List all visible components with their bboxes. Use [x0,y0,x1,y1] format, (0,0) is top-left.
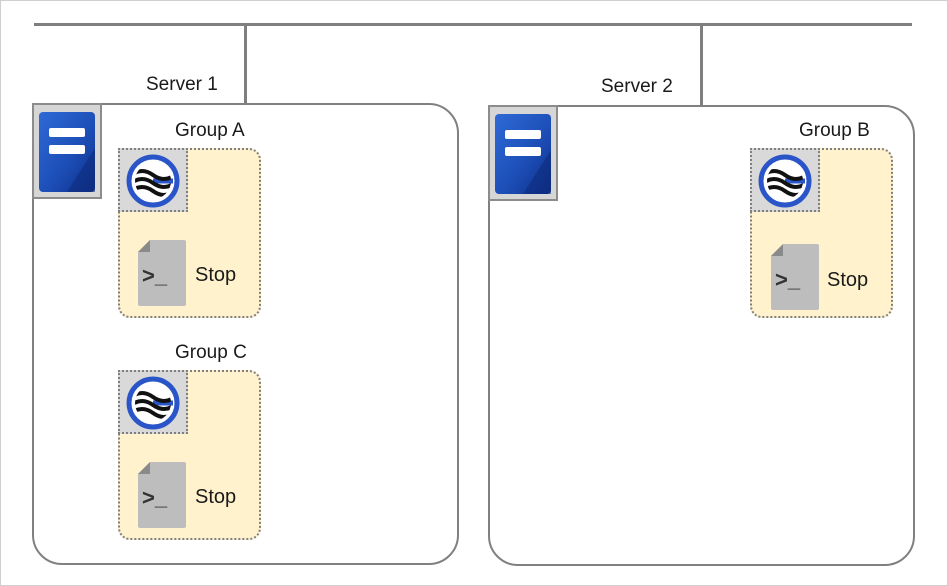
group-a-status: Stop [195,264,237,286]
network-line [34,23,912,26]
server1-icon [32,103,102,199]
group-c-logo-icon [118,370,188,434]
svg-text:>_: >_ [142,485,168,510]
group-c-status: Stop [195,486,237,508]
group-c-label: Group C [175,342,247,363]
server2-connector [700,24,703,108]
group-b-status: Stop [827,269,869,291]
svg-text:>_: >_ [775,267,801,292]
server1-label: Server 1 [146,74,218,95]
group-a-label: Group A [175,120,245,141]
group-c-script-icon: >_ [138,462,186,528]
server2-label: Server 2 [601,76,673,97]
group-a-logo-icon [118,148,188,212]
server2-icon [488,105,558,201]
server1-connector [244,24,247,106]
group-a-script-icon: >_ [138,240,186,306]
svg-text:>_: >_ [142,263,168,288]
group-b-label: Group B [799,120,870,141]
group-b-logo-icon [750,148,820,212]
group-b-script-icon: >_ [771,244,819,310]
